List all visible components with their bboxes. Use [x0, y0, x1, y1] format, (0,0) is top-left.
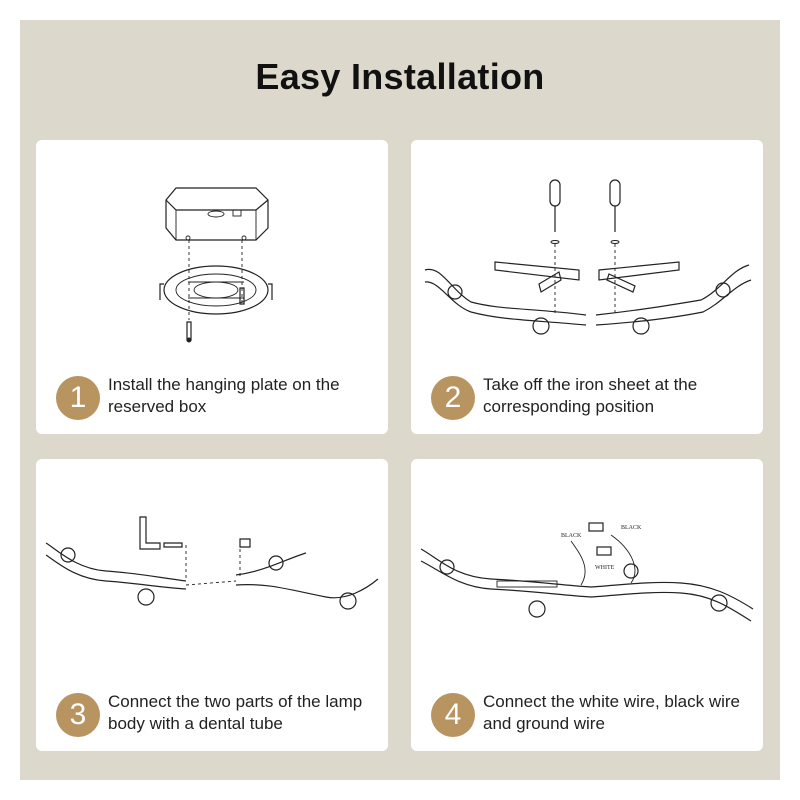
- wire-label-white: WHITE: [595, 565, 615, 571]
- step-card-3: 3 Connect the two parts of the lamp body…: [36, 459, 388, 751]
- step-card-1: 1 Install the hanging plate on the reser…: [36, 140, 388, 434]
- step-number-badge: 3: [56, 693, 100, 737]
- step-description: Install the hanging plate on the reserve…: [108, 375, 340, 416]
- step-description: Connect the white wire, black wire and g…: [483, 692, 741, 733]
- step-description: Connect the two parts of the lamp body w…: [108, 692, 363, 733]
- wire-connection-illustration: BLACK BLACK WHITE: [420, 522, 754, 622]
- page-title: Easy Installation: [255, 56, 545, 97]
- dental-tube-illustration: [45, 516, 379, 610]
- wire-label-black: BLACK: [561, 533, 582, 539]
- step-card-2: 2 Take off the iron sheet at the corresp…: [411, 140, 763, 434]
- hanging-plate-illustration: [159, 187, 273, 343]
- step-card-4: BLACK BLACK WHITE 4 Connect the white wi…: [411, 459, 763, 751]
- step-description: Take off the iron sheet at the correspon…: [483, 375, 698, 416]
- iron-sheet-illustration: [424, 179, 752, 335]
- step-number-badge: 4: [431, 693, 475, 737]
- step-number-badge: 1: [56, 376, 100, 420]
- wire-label-black: BLACK: [621, 525, 642, 531]
- step-number-badge: 2: [431, 376, 475, 420]
